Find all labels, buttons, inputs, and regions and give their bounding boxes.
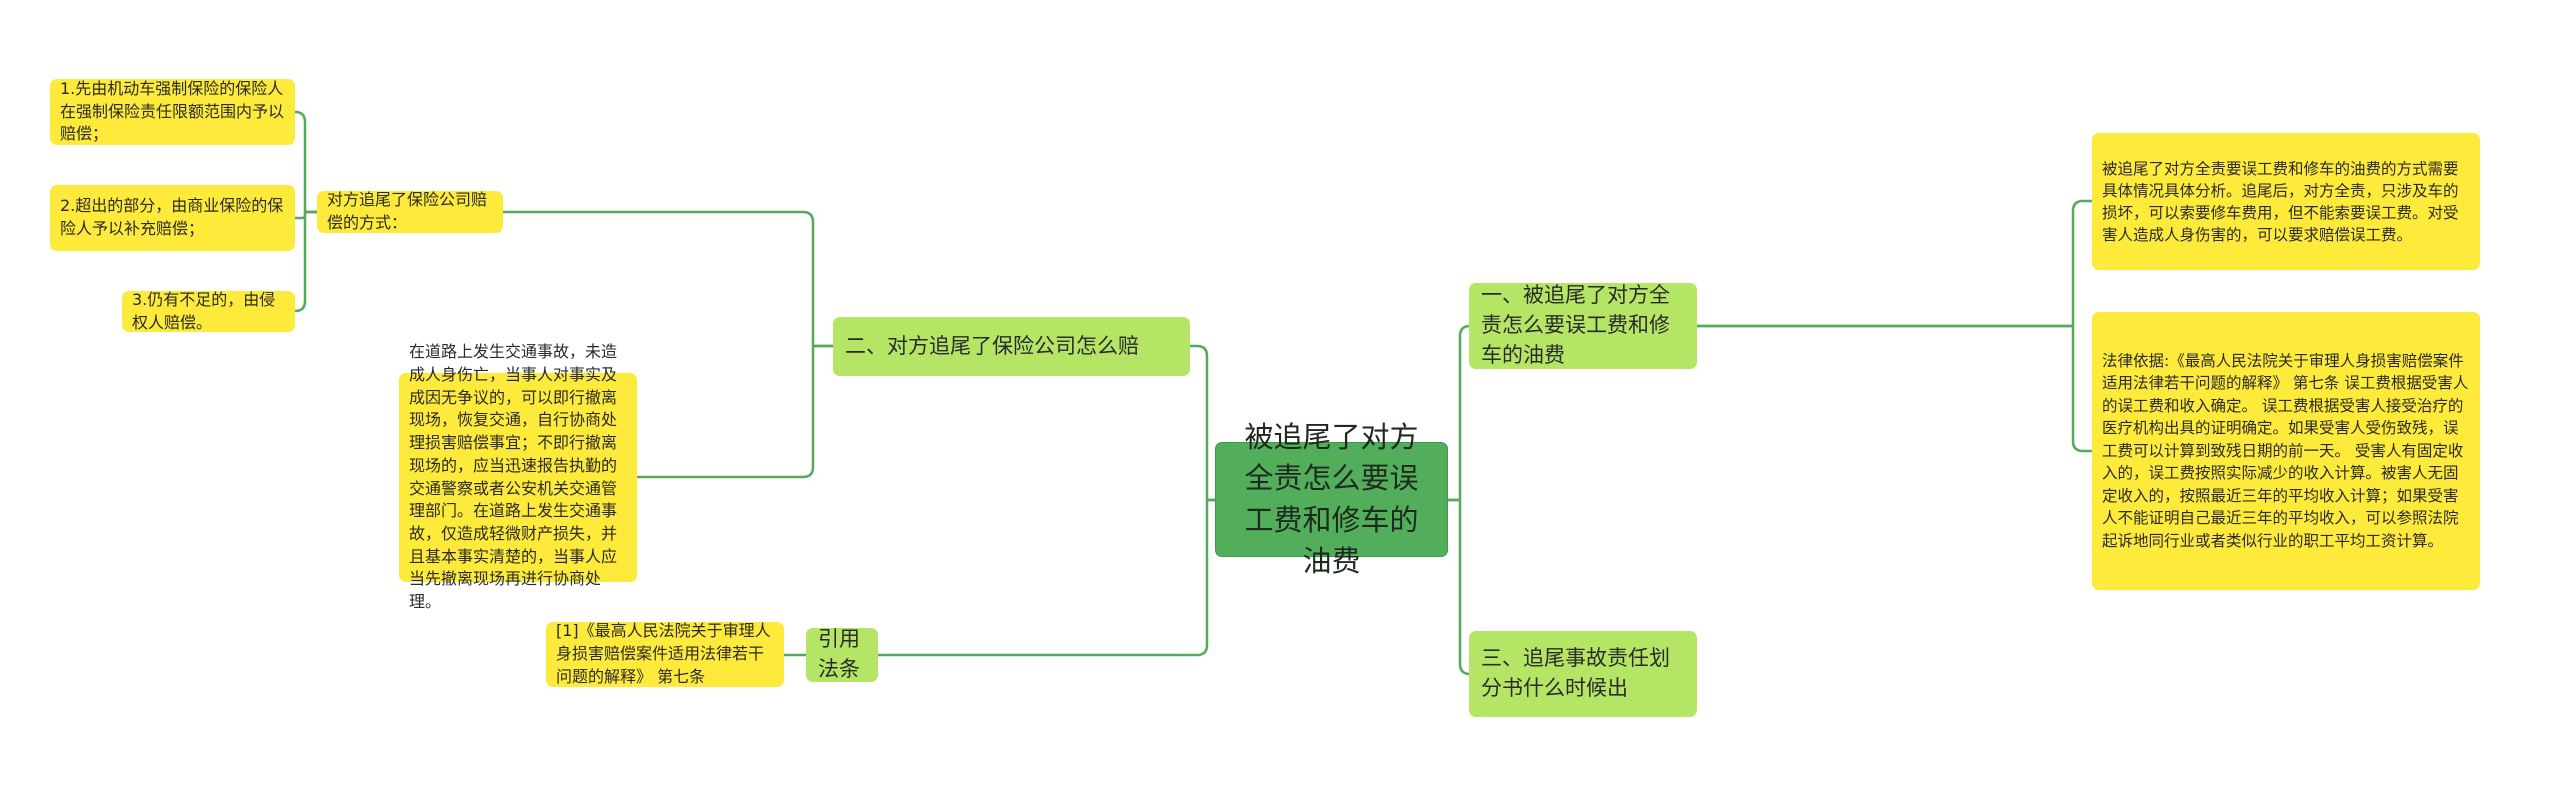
leaf-text: 3.仍有不足的，由侵权人赔偿。: [132, 289, 276, 332]
connector-root-citation: [878, 498, 1215, 657]
connector-root-branch-1: [1448, 324, 1471, 502]
root-topic[interactable]: 被追尾了对方全责怎么要误工费和修车的油费: [1215, 420, 1448, 578]
leaf-text: 法律依据:《最高人民法院关于审理人身损害赔偿案件适用法律若干问题的解释》 第七条…: [2102, 351, 2469, 550]
root-topic-label: 被追尾了对方全责怎么要误工费和修车的油费: [1244, 420, 1419, 578]
leaf-text: [1]《最高人民法院关于审理人身损害赔偿案件适用法律若干问题的解释》 第七条: [556, 621, 771, 686]
connector-branch-2-detail: [637, 344, 833, 479]
citation-branch[interactable]: 引用法条: [806, 627, 878, 682]
branch-1[interactable]: 一、被追尾了对方全责怎么要误工费和修车的油费: [1469, 283, 1697, 369]
leaf-text: 2.超出的部分，由商业保险的保险人予以补充赔偿；: [60, 196, 284, 238]
branch-2-label: 二、对方追尾了保险公司怎么赔: [845, 333, 1139, 358]
connector-branch-1-leaf-1: [1697, 199, 2092, 328]
branch-1-leaf-1[interactable]: 被追尾了对方全责要误工费和修车的油费的方式需要具体情况具体分析。追尾后，对方全责…: [2092, 133, 2480, 270]
branch-2-sub[interactable]: 对方追尾了保险公司赔偿的方式：: [317, 190, 503, 233]
connector-sub-leaf-3: [294, 210, 317, 313]
sub-label: 对方追尾了保险公司赔偿的方式：: [327, 190, 488, 232]
citation-leaf[interactable]: [1]《最高人民法院关于审理人身损害赔偿案件适用法律若干问题的解释》 第七条: [546, 621, 784, 687]
connector-sub-leaf-1: [294, 110, 317, 214]
connector-root-branch-2: [1190, 344, 1215, 502]
connector-root-branch-3: [1448, 498, 1471, 676]
branch-2-detail[interactable]: 在道路上发生交通事故，未造成人身伤亡，当事人对事实及成因无争议的，可以即行撤离现…: [399, 342, 637, 611]
leaf-text: 在道路上发生交通事故，未造成人身伤亡，当事人对事实及成因无争议的，可以即行撤离现…: [409, 342, 618, 612]
leaf-text: 1.先由机动车强制保险的保险人在强制保险责任限额范围内予以赔偿；: [60, 78, 285, 144]
sub-leaf-1[interactable]: 1.先由机动车强制保险的保险人在强制保险责任限额范围内予以赔偿；: [50, 79, 295, 145]
branch-3[interactable]: 三、追尾事故责任划分书什么时候出: [1469, 631, 1697, 717]
branch-1-label: 一、被追尾了对方全责怎么要误工费和修车的油费: [1481, 283, 1670, 367]
branch-2[interactable]: 二、对方追尾了保险公司怎么赔: [833, 317, 1190, 376]
citation-label: 引用法条: [818, 627, 860, 681]
sub-leaf-2[interactable]: 2.超出的部分，由商业保险的保险人予以补充赔偿；: [50, 185, 295, 251]
connector-branch-1-leaf-2: [1697, 324, 2092, 453]
connector-branch-2-sub: [503, 210, 833, 348]
sub-leaf-3[interactable]: 3.仍有不足的，由侵权人赔偿。: [122, 289, 295, 332]
branch-1-leaf-2[interactable]: 法律依据:《最高人民法院关于审理人身损害赔偿案件适用法律若干问题的解释》 第七条…: [2092, 312, 2480, 590]
branch-3-label: 三、追尾事故责任划分书什么时候出: [1481, 646, 1670, 700]
leaf-text: 被追尾了对方全责要误工费和修车的油费的方式需要具体情况具体分析。追尾后，对方全责…: [2102, 159, 2459, 244]
